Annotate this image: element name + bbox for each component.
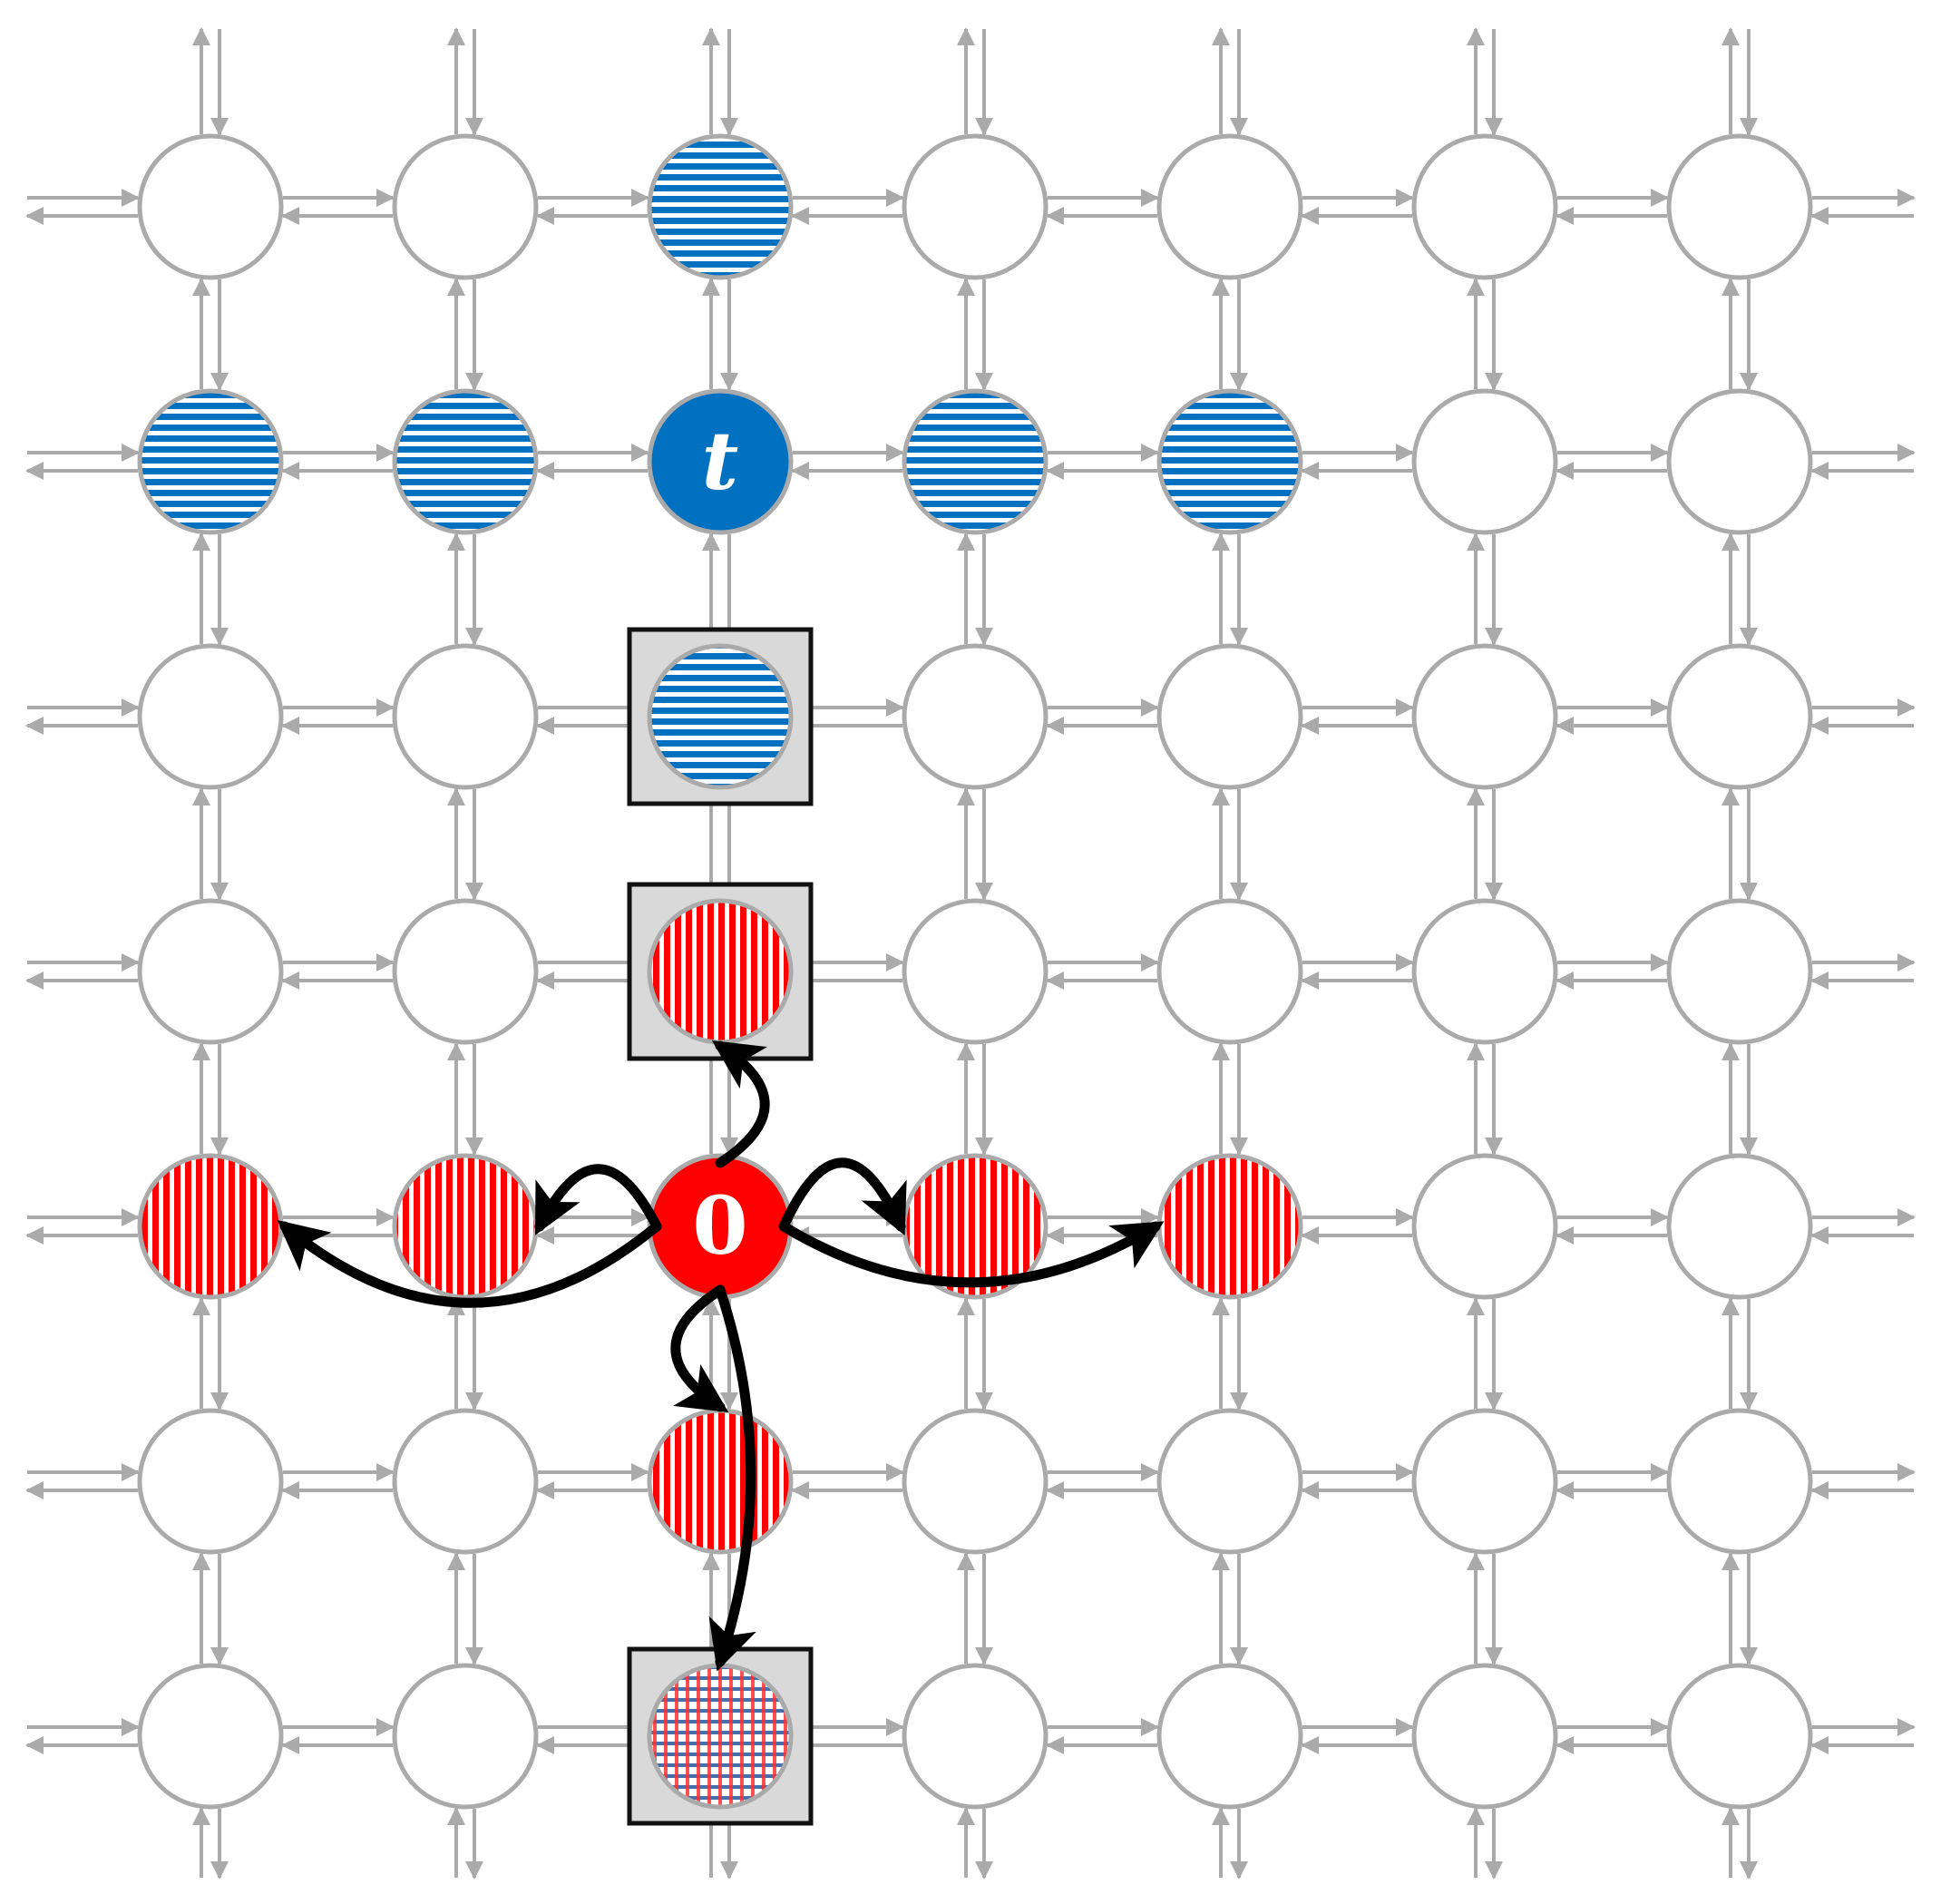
jump-arrow [534, 1164, 662, 1235]
lattice-node [392, 1408, 539, 1555]
lattice-nodes: t0 [137, 133, 1813, 1826]
lattice-node [1156, 898, 1303, 1045]
lattice-node [1666, 643, 1813, 790]
lattice-node [1156, 1663, 1303, 1810]
red-striped-node [392, 1153, 539, 1300]
lattice-node [1666, 1408, 1813, 1555]
lattice-node [392, 643, 539, 790]
lattice-node [392, 898, 539, 1045]
jump-arrow [711, 1040, 770, 1168]
target-node-label: t [702, 414, 739, 508]
lattice-edges [25, 27, 1916, 1880]
lattice-node [1411, 133, 1558, 280]
lattice-node [1411, 1153, 1558, 1300]
lattice-node [137, 898, 284, 1045]
jump-arrow [277, 1220, 662, 1308]
jump-arrows [277, 1040, 1165, 1672]
lattice-node [1411, 1663, 1558, 1810]
lattice-node [902, 133, 1049, 280]
blue-striped-node [137, 388, 284, 535]
red-striped-node [647, 898, 794, 1045]
lattice-node [1411, 388, 1558, 535]
lattice-node [1666, 898, 1813, 1045]
lattice-node [137, 1408, 284, 1555]
lattice-node [1666, 133, 1813, 280]
blue-striped-node [902, 388, 1049, 535]
lattice-node [1411, 1408, 1558, 1555]
lattice-node [1666, 1153, 1813, 1300]
lattice-node [1156, 133, 1303, 280]
lattice-node [902, 898, 1049, 1045]
lattice-node [902, 643, 1049, 790]
lattice-node [1156, 643, 1303, 790]
checkered-node [647, 1663, 794, 1810]
lattice-node [1666, 388, 1813, 535]
red-striped-node [1156, 1153, 1303, 1300]
red-striped-node [137, 1153, 284, 1300]
jump-arrow [708, 1284, 756, 1672]
lattice-node [1411, 643, 1558, 790]
blue-striped-node [392, 388, 539, 535]
lattice-node [392, 1663, 539, 1810]
lattice-node [137, 1663, 284, 1810]
red-striped-node [647, 1408, 794, 1555]
lattice-node [902, 1408, 1049, 1555]
origin-node-label: 0 [692, 1178, 747, 1273]
lattice-node [1411, 898, 1558, 1045]
blue-striped-node [647, 643, 794, 790]
lattice-node [392, 133, 539, 280]
jump-arrow [670, 1284, 729, 1413]
target-node [647, 388, 794, 535]
blue-striped-node [647, 133, 794, 280]
lattice-node [902, 1663, 1049, 1810]
lattice-node [1666, 1663, 1813, 1810]
lattice-node [1156, 1408, 1303, 1555]
lattice-node [137, 133, 284, 280]
jump-arrow [778, 1157, 907, 1235]
jump-arrow [778, 1221, 1165, 1288]
blue-striped-node [1156, 388, 1303, 535]
lattice-node [137, 643, 284, 790]
